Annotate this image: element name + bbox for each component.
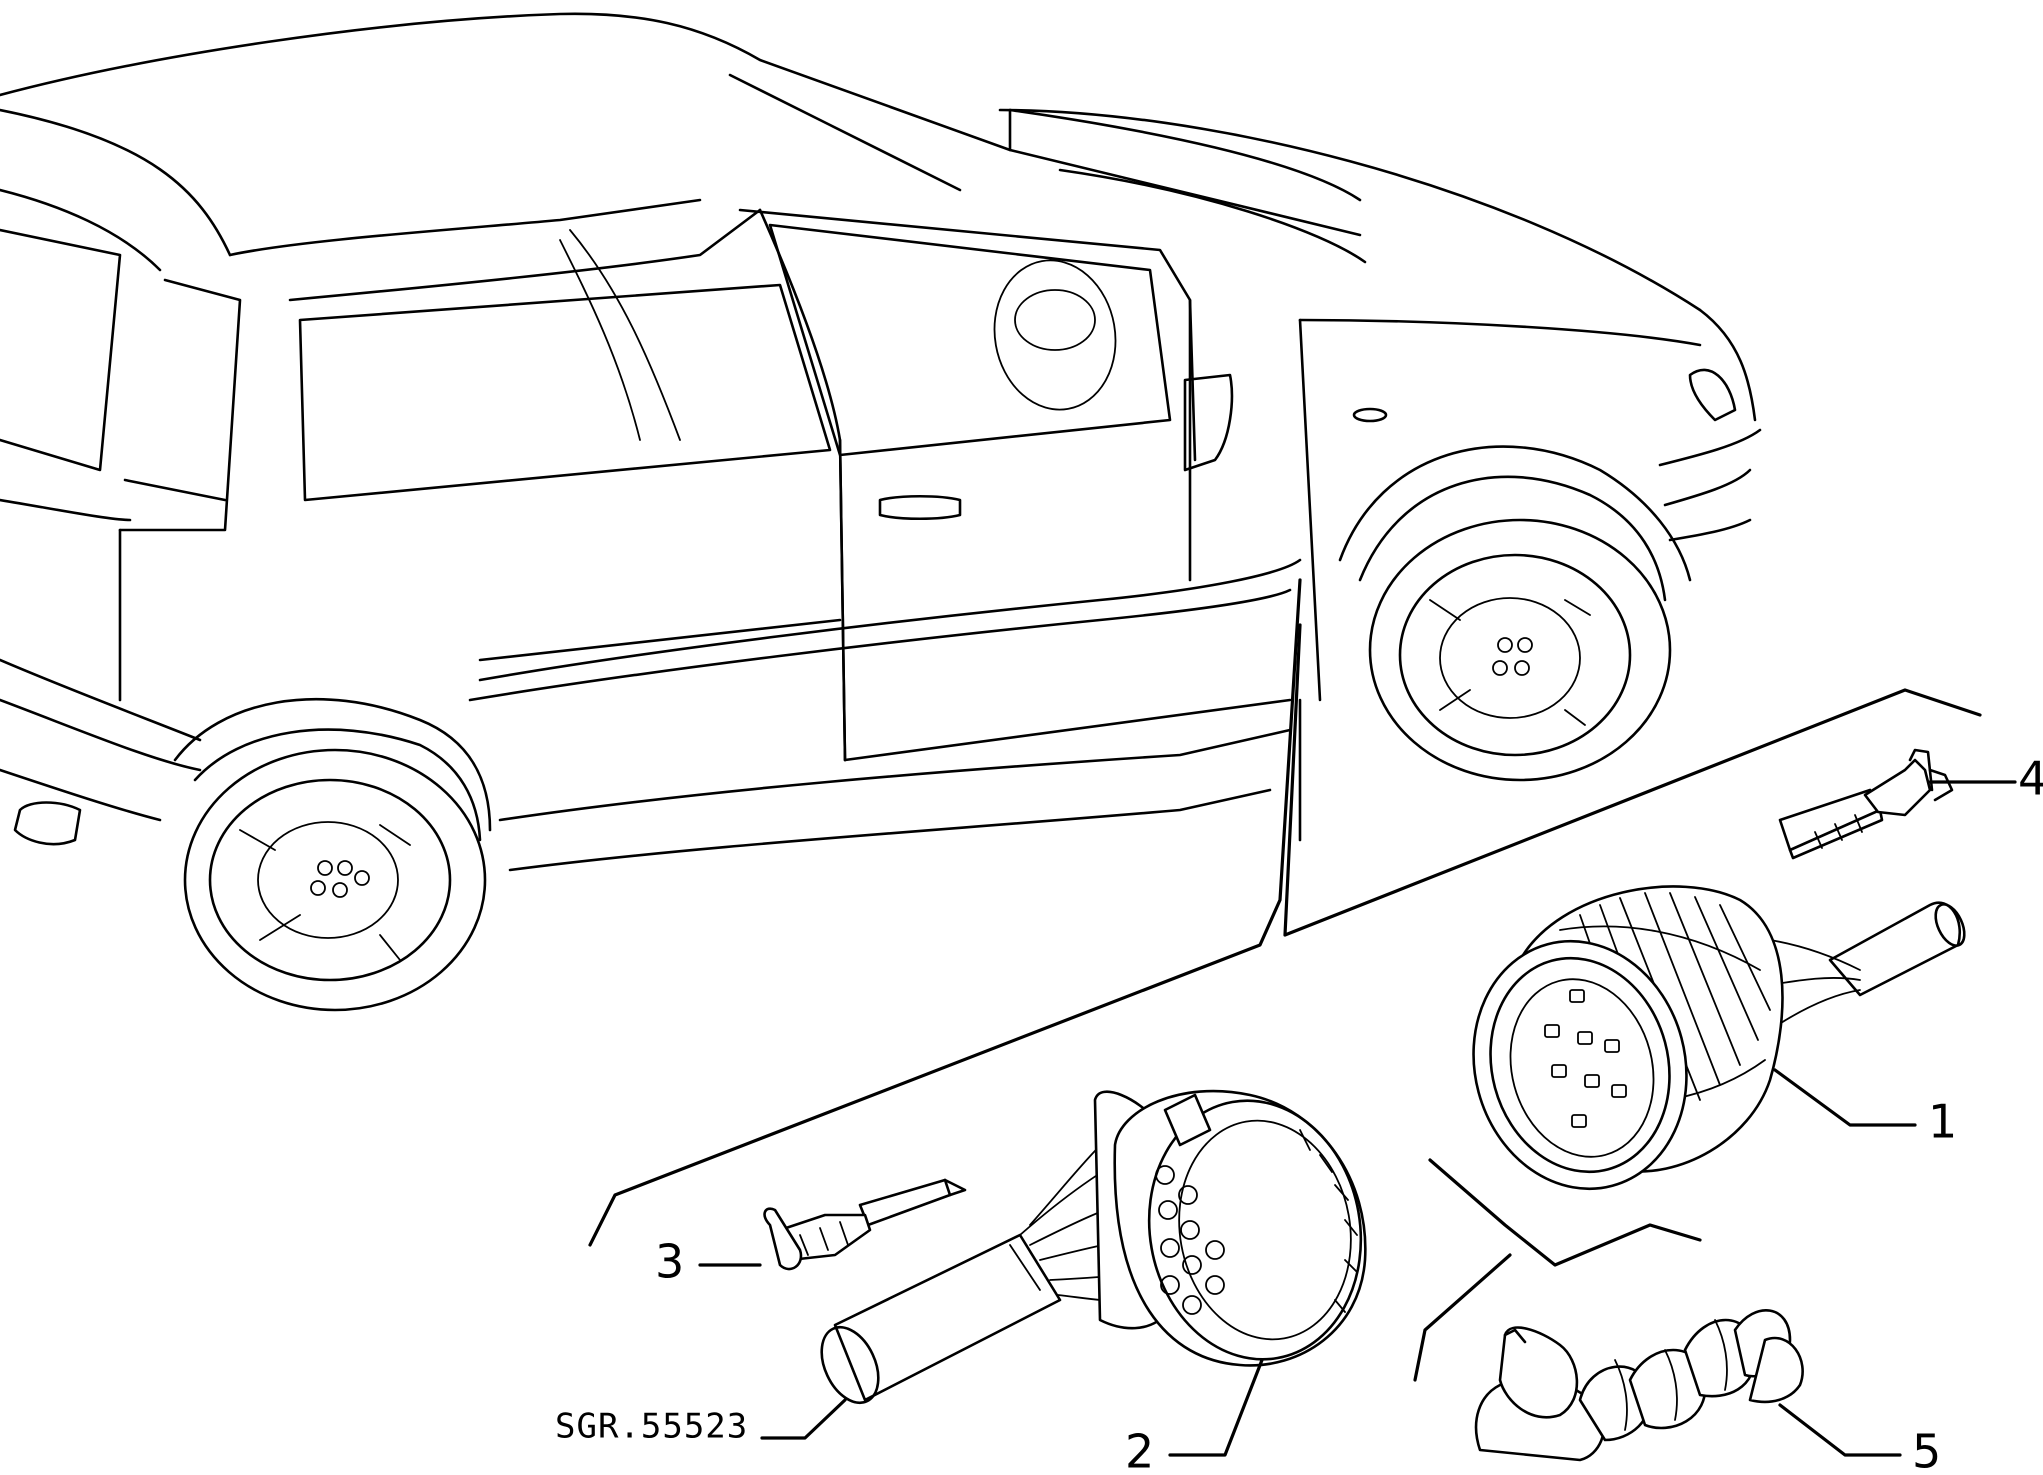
part-5-harness-grommet bbox=[1474, 1309, 1804, 1462]
part-number-3: 3 bbox=[655, 1235, 684, 1289]
callout-line-ref bbox=[760, 1398, 847, 1440]
part-number-2: 2 bbox=[1125, 1425, 1154, 1475]
reference-code: SGR.55523 bbox=[555, 1407, 748, 1447]
leader-lines bbox=[588, 578, 1982, 1382]
leader-line-3 bbox=[588, 578, 1302, 1247]
part-number-1: 1 bbox=[1928, 1095, 1957, 1149]
part-number-5: 5 bbox=[1912, 1425, 1941, 1475]
part-number-4: 4 bbox=[2018, 752, 2043, 806]
part-1-round-connector bbox=[1472, 885, 1966, 1191]
leader-line-5 bbox=[1413, 1253, 1512, 1382]
part-callouts: 4 1 3 2 5 SGR.55523 bbox=[555, 752, 2043, 1475]
leader-line-1 bbox=[1428, 1158, 1702, 1267]
callout-line-1 bbox=[1773, 1068, 1917, 1127]
part-2-multi-connector bbox=[820, 1089, 1367, 1405]
part-3-terminal-male bbox=[763, 1178, 967, 1271]
leader-line-4 bbox=[1283, 623, 1982, 937]
part-4-terminal-female bbox=[1778, 748, 1954, 860]
callout-line-5 bbox=[1778, 1403, 1902, 1457]
car-illustration bbox=[0, 12, 1762, 1012]
callout-line-2 bbox=[1168, 1358, 1264, 1457]
